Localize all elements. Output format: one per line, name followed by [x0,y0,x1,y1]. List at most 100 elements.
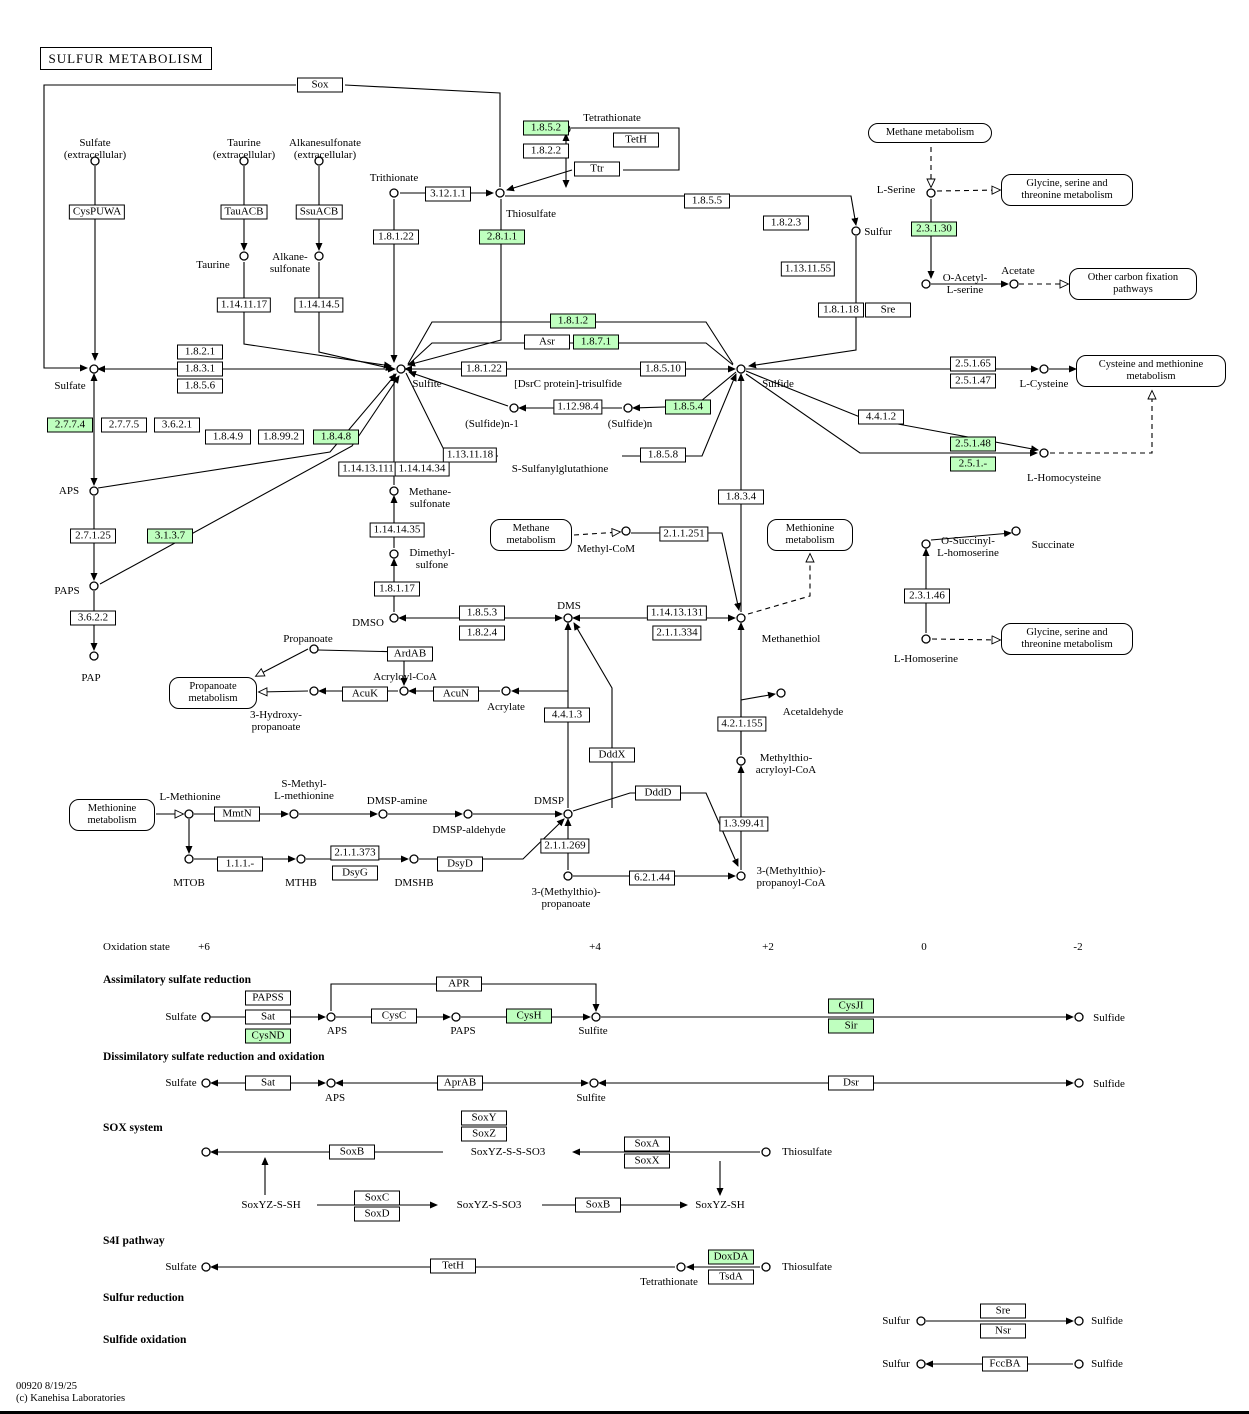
enzyme-box[interactable]: 2.5.1.65 [950,356,996,372]
enzyme-box[interactable]: 2.5.1.47 [950,373,996,389]
enzyme-box[interactable]: Sox [297,77,343,93]
compound-node[interactable] [396,364,406,374]
compound-node[interactable] [761,1262,771,1272]
enzyme-box[interactable]: 1.8.5.3 [459,605,505,621]
pathway-link-box[interactable]: Cysteine and methionine metabolism [1076,355,1226,387]
enzyme-box[interactable]: 2.1.1.251 [659,526,709,542]
enzyme-box[interactable]: Sat [245,1009,291,1025]
enzyme-box[interactable]: 3.6.2.2 [70,610,116,626]
enzyme-box[interactable]: AcuK [342,686,388,702]
pathway-link-box[interactable]: Glycine, serine and threonine metabolism [1001,623,1133,655]
compound-node[interactable] [239,251,249,261]
enzyme-box[interactable]: 1.8.3.1 [177,361,223,377]
enzyme-box[interactable]: SoxY [461,1110,507,1126]
compound-node[interactable] [916,1316,926,1326]
enzyme-box-highlighted[interactable]: 2.5.1.- [950,456,996,472]
enzyme-box[interactable]: 2.7.1.25 [70,528,116,544]
enzyme-box[interactable]: TsdA [708,1269,754,1285]
pathway-link-box[interactable]: Methane metabolism [868,123,992,143]
compound-node[interactable] [736,756,746,766]
enzyme-box[interactable]: 4.4.1.2 [858,409,904,425]
enzyme-box[interactable]: TetH [430,1258,476,1274]
enzyme-box[interactable]: 1.8.5.10 [640,361,686,377]
enzyme-box[interactable]: Nsr [980,1323,1026,1339]
enzyme-box-highlighted[interactable]: CysH [506,1008,552,1024]
compound-node[interactable] [1074,1078,1084,1088]
compound-node[interactable] [89,651,99,661]
compound-node[interactable] [389,486,399,496]
compound-node[interactable] [495,188,505,198]
enzyme-box-highlighted[interactable]: 3.1.3.7 [147,528,193,544]
enzyme-box[interactable]: 1.14.14.35 [369,522,425,538]
enzyme-box[interactable]: DddD [635,785,681,801]
enzyme-box[interactable]: 1.8.4.9 [205,429,251,445]
enzyme-box[interactable]: 1.8.2.2 [523,143,569,159]
compound-node[interactable] [736,364,746,374]
enzyme-box[interactable]: SsuACB [295,204,343,220]
enzyme-box[interactable]: 2.1.1.269 [540,838,590,854]
enzyme-box[interactable]: 2.1.1.334 [652,625,702,641]
compound-node[interactable] [1074,1359,1084,1369]
compound-node[interactable] [451,1012,461,1022]
enzyme-box[interactable]: 1.14.13.131 [646,605,708,621]
enzyme-box-highlighted[interactable]: 1.8.5.4 [665,399,711,415]
enzyme-box[interactable]: 1.3.99.41 [719,816,769,832]
compound-node[interactable] [389,188,399,198]
enzyme-box[interactable]: DsyD [437,856,483,872]
enzyme-box-highlighted[interactable]: 1.8.1.2 [550,313,596,329]
enzyme-box[interactable]: Sre [865,302,911,318]
compound-node[interactable] [296,854,306,864]
pathway-link-box[interactable]: Propanoate metabolism [169,677,257,709]
enzyme-box[interactable]: Sat [245,1075,291,1091]
enzyme-box[interactable]: Asr [524,334,570,350]
compound-node[interactable] [926,188,936,198]
compound-node[interactable] [621,526,631,536]
compound-node[interactable] [563,613,573,623]
compound-node[interactable] [921,279,931,289]
enzyme-box[interactable]: 1.14.14.34 [394,461,450,477]
enzyme-box[interactable]: APR [436,976,482,992]
enzyme-box-highlighted[interactable]: Sir [828,1018,874,1034]
compound-node[interactable] [1011,526,1021,536]
enzyme-box[interactable]: 1.8.1.22 [373,229,419,245]
compound-node[interactable] [776,688,786,698]
enzyme-box[interactable]: Dsr [828,1075,874,1091]
enzyme-box[interactable]: 1.8.99.2 [258,429,304,445]
enzyme-box[interactable]: 1.1.1.- [217,856,263,872]
enzyme-box[interactable]: SoxB [329,1144,375,1160]
enzyme-box-highlighted[interactable]: CysJI [828,998,874,1014]
enzyme-box-highlighted[interactable]: 2.8.1.1 [479,229,525,245]
compound-node[interactable] [89,486,99,496]
compound-node[interactable] [201,1147,211,1157]
enzyme-box[interactable]: ArdAB [387,646,433,662]
enzyme-box[interactable]: 1.14.14.5 [294,297,344,313]
enzyme-box[interactable]: 1.8.2.3 [763,215,809,231]
compound-node[interactable] [184,854,194,864]
enzyme-box[interactable]: 1.8.5.8 [640,447,686,463]
compound-node[interactable] [921,539,931,549]
compound-node[interactable] [916,1359,926,1369]
enzyme-box-highlighted[interactable]: 1.8.4.8 [313,429,359,445]
enzyme-box[interactable]: PAPSS [245,990,291,1006]
compound-node[interactable] [389,613,399,623]
enzyme-box-highlighted[interactable]: CysND [245,1028,291,1044]
enzyme-box-highlighted[interactable]: 2.7.7.4 [47,417,93,433]
enzyme-box[interactable]: SoxX [624,1153,670,1169]
enzyme-box[interactable]: SoxD [354,1206,400,1222]
enzyme-box[interactable]: 1.14.11.17 [216,297,272,313]
compound-node[interactable] [1009,279,1019,289]
pathway-link-box[interactable]: Methionine metabolism [69,799,155,831]
enzyme-box[interactable]: SoxA [624,1136,670,1152]
compound-node[interactable] [736,871,746,881]
compound-node[interactable] [201,1012,211,1022]
enzyme-box[interactable]: SoxB [575,1197,621,1213]
compound-node[interactable] [1074,1012,1084,1022]
compound-node[interactable] [389,549,399,559]
enzyme-box[interactable]: SoxZ [461,1126,507,1142]
enzyme-box[interactable]: Sre [980,1303,1026,1319]
compound-node[interactable] [201,1078,211,1088]
compound-node[interactable] [563,809,573,819]
pathway-link-box[interactable]: Methionine metabolism [767,519,853,551]
compound-node[interactable] [623,403,633,413]
enzyme-box[interactable]: 1.8.1.22 [461,361,507,377]
